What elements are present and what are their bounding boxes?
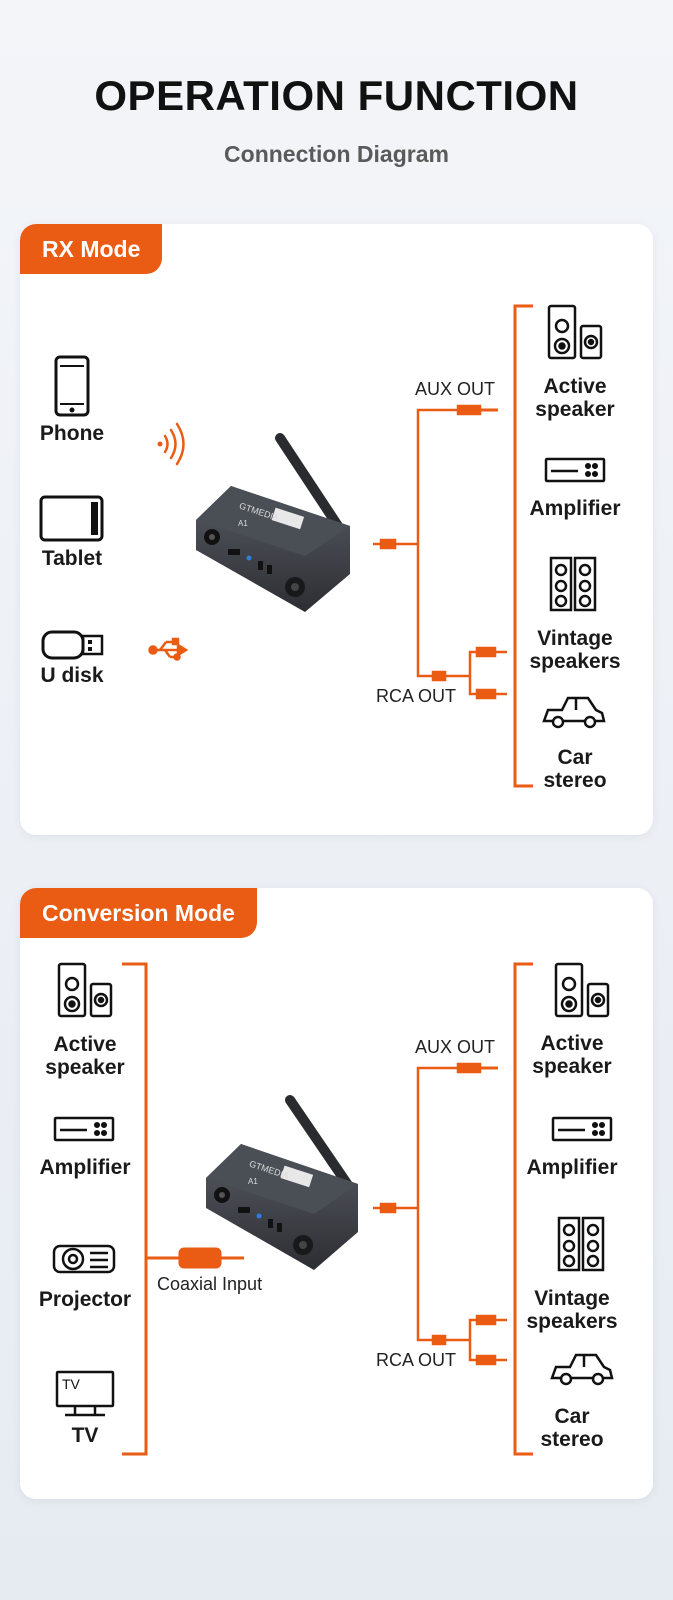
device-image: GTMEDIA A1 (196, 433, 350, 612)
device-model: A1 (248, 1177, 258, 1186)
page-subtitle: Connection Diagram (224, 141, 449, 167)
active-speaker-icon (547, 304, 603, 360)
source-label-phone: Phone (39, 422, 105, 445)
conversion-mode-tab: Conversion Mode (20, 888, 257, 938)
wireless-signal-icon (157, 422, 185, 466)
amplifier-icon (551, 1116, 613, 1142)
rx-mode-card: GTMEDIA A1 (20, 224, 653, 835)
device-model: A1 (238, 519, 248, 528)
tv-screen-text: TV (62, 1376, 81, 1392)
amplifier-icon (53, 1116, 115, 1142)
projector-icon (52, 1244, 116, 1274)
output-label-car-stereo: Car stereo (543, 746, 607, 792)
input-label-tv: TV (71, 1424, 99, 1447)
usb-disk-icon (41, 630, 104, 660)
device-image: GTMEDIA A1 (206, 1095, 358, 1270)
rx-mode-tab: RX Mode (20, 224, 163, 274)
conversion-mode-card: TV GTMEDIA A1 (20, 888, 653, 1499)
car-icon (542, 696, 606, 729)
aux-out-label: AUX OUT (415, 379, 496, 399)
output-label-vintage-speakers: Vintage speakers (526, 1287, 618, 1333)
coaxial-input-label: Coaxial Input (157, 1274, 263, 1294)
active-speaker-icon (554, 962, 610, 1018)
conversion-diagram: TV GTMEDIA A1 (52, 962, 614, 1456)
output-label-amplifier: Amplifier (526, 1156, 618, 1179)
phone-icon (54, 355, 90, 417)
input-label-projector: Projector (38, 1288, 132, 1311)
tv-icon: TV (55, 1370, 115, 1417)
input-cables (122, 962, 244, 1456)
source-label-u-disk: U disk (40, 664, 104, 687)
input-label-active-speaker: Active speaker (45, 1033, 125, 1079)
input-label-amplifier: Amplifier (39, 1156, 131, 1179)
output-cables (373, 962, 533, 1456)
page-title: OPERATION FUNCTION (94, 72, 579, 119)
aux-out-label: AUX OUT (415, 1037, 496, 1057)
output-label-car-stereo: Car stereo (540, 1405, 604, 1451)
amplifier-icon (544, 457, 606, 483)
usb-symbol-icon (148, 637, 189, 661)
vintage-speakers-icon (549, 556, 597, 612)
output-cables (373, 304, 533, 788)
output-label-active-speaker: Active speaker (532, 1032, 612, 1078)
output-label-vintage-speakers: Vintage speakers (529, 627, 621, 673)
tablet-icon (39, 495, 104, 542)
output-label-amplifier: Amplifier (529, 497, 621, 520)
active-speaker-icon (57, 962, 113, 1018)
rx-diagram: GTMEDIA A1 (39, 304, 606, 788)
source-label-tablet: Tablet (41, 547, 103, 570)
output-label-active-speaker: Active speaker (535, 375, 615, 421)
rca-out-label: RCA OUT (376, 1350, 457, 1370)
vintage-speakers-icon (557, 1216, 605, 1272)
car-icon (550, 1353, 614, 1386)
rca-out-label: RCA OUT (376, 686, 457, 706)
